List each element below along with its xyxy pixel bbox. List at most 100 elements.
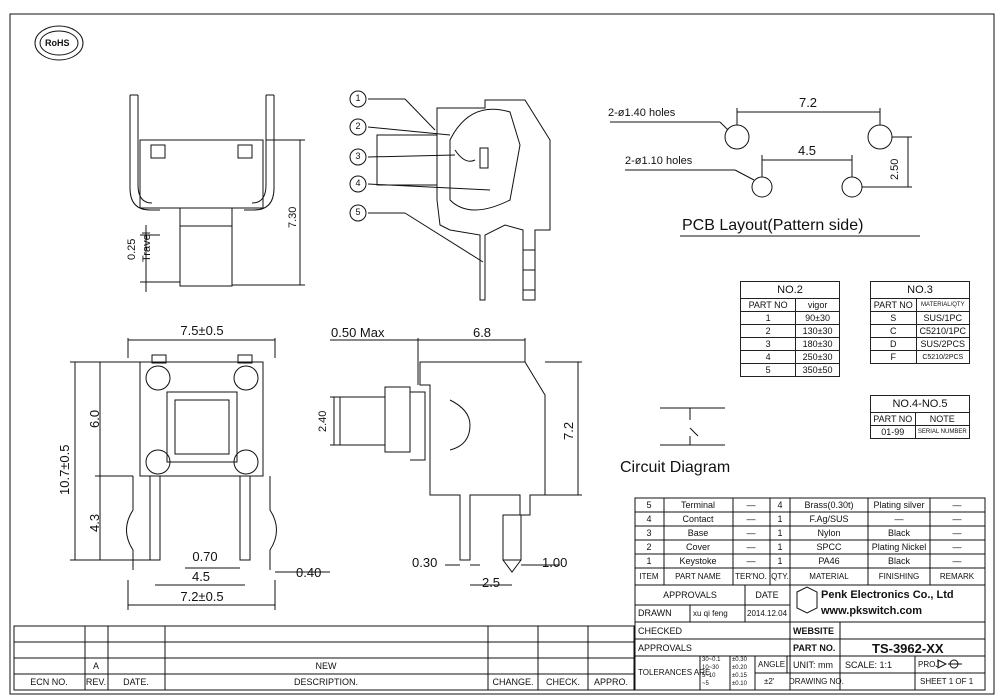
tb-drawn-label: DRAWN xyxy=(638,608,672,618)
tb-drawn-by: xu qi feng xyxy=(693,609,728,618)
rev-header-appro: APPRO. xyxy=(593,677,629,687)
tb-tol-value: ±0.10 xyxy=(732,681,747,687)
dim-travel-label: Travel xyxy=(141,231,153,262)
bom-material: Nylon xyxy=(817,528,841,538)
no3-part: D xyxy=(870,337,917,351)
tb-tol-value: ±0.20 xyxy=(732,665,747,671)
bom-header-part-name: PART NAME xyxy=(675,572,721,581)
dim-height-60: 6.0 xyxy=(87,409,102,428)
title-block xyxy=(634,584,986,691)
no2-title: NO.2 xyxy=(740,281,840,299)
no2-vigor: 90±30 xyxy=(795,311,840,325)
bom-remark: — xyxy=(952,542,962,552)
rev-header-change: CHANGE. xyxy=(492,677,534,687)
rev-header-ecn: ECN NO. xyxy=(30,677,68,687)
bom-qty: 1 xyxy=(777,556,783,566)
tb-approvals2-label: APPROVALS xyxy=(638,643,692,653)
dim-height-72b: 7.2 xyxy=(561,421,576,440)
dim-height-730: 7.30 xyxy=(287,206,299,228)
bom-header-finishing: FINISHING xyxy=(878,572,920,581)
no3-material: C5210/2PCS xyxy=(915,350,971,364)
tb-scale: SCALE: 1:1 xyxy=(845,660,893,670)
bom-ter-no: — xyxy=(746,514,756,524)
front-view xyxy=(129,94,305,292)
tb-website-label: WEBSITE xyxy=(793,626,835,636)
tb-tol-range: 5~10 xyxy=(702,673,716,679)
sheet-border xyxy=(9,13,995,695)
no3-part: F xyxy=(870,350,917,364)
bom-finishing: Plating silver xyxy=(873,500,925,510)
dim-pitch-25: 2.5 xyxy=(481,575,501,590)
dim-pin-040: 0.40 xyxy=(296,565,322,580)
tb-drawing-no: DRAWING NO. xyxy=(789,677,844,686)
tb-angle-label: ANGLE xyxy=(758,660,786,669)
no2-vigor: 130±30 xyxy=(795,324,840,338)
tb-part-no-label: PART NO. xyxy=(793,643,836,653)
pcb-width-72: 7.2 xyxy=(798,95,818,110)
no3-header-material: MATERIAL/QTY xyxy=(915,298,971,312)
no45-title: NO.4-NO.5 xyxy=(870,395,970,413)
tb-approvals: APPROVALS xyxy=(663,590,717,600)
dim-height-240: 2.40 xyxy=(317,410,329,432)
no3-material: SUS/1PC xyxy=(915,311,971,325)
no3-title: NO.3 xyxy=(870,281,970,299)
no3-part: C xyxy=(870,324,917,338)
bom-item: 1 xyxy=(646,556,652,566)
bom-qty: 4 xyxy=(777,500,783,510)
bom-finishing: Plating Nickel xyxy=(871,542,927,552)
circuit-diagram xyxy=(660,407,725,446)
tb-tol-range: ~5 xyxy=(702,681,709,687)
tb-drawn-date: 2014.12.04 xyxy=(747,609,788,618)
rev-header-date: DATE. xyxy=(123,677,149,687)
pcb-holes-small: 2-ø1.10 holes xyxy=(625,155,693,167)
tb-tol-value: ±0.30 xyxy=(732,657,747,663)
no3-material: SUS/2PCS xyxy=(915,337,971,351)
dim-pin-100: 1.00 xyxy=(542,555,568,570)
bom-qty: 1 xyxy=(777,514,783,524)
bom-header-qty: QTY. xyxy=(771,572,789,581)
pcb-width-45: 4.5 xyxy=(797,143,817,158)
dim-height-43: 4.3 xyxy=(87,513,102,532)
bom-ter-no: — xyxy=(746,542,756,552)
dim-width-75: 7.5±0.5 xyxy=(180,323,224,338)
bom-remark: — xyxy=(952,500,962,510)
dim-length-68: 6.8 xyxy=(472,325,492,340)
no3-part: S xyxy=(870,311,917,325)
pcb-height-250: 2.50 xyxy=(889,158,901,180)
bom-header-remark: REMARK xyxy=(939,572,975,581)
bom-header-material: MATERIAL xyxy=(809,572,849,581)
rev-value: A xyxy=(92,661,100,671)
no2-header-vigor: vigor xyxy=(795,298,840,312)
tb-angle-value: ±2' xyxy=(764,677,775,686)
pcb-layout xyxy=(610,108,920,237)
dim-max-050: 0.50 Max xyxy=(331,325,385,340)
no2-part: 1 xyxy=(739,311,797,325)
rohs-text: RoHS xyxy=(45,38,70,48)
no45-header-note: NOTE xyxy=(914,412,971,426)
dim-travel-value: 0.25 xyxy=(126,238,138,260)
no2-header-part: PART NO xyxy=(739,298,797,312)
tb-date: DATE xyxy=(755,590,779,600)
no2-part: 4 xyxy=(739,350,797,364)
bom-part-name: Keystoke xyxy=(679,556,717,566)
tb-tol-range: 10~30 xyxy=(702,665,719,671)
bom-material: F.Ag/SUS xyxy=(809,514,849,524)
revision-block xyxy=(13,625,635,691)
no2-part: 5 xyxy=(739,363,797,377)
bom-remark: — xyxy=(952,528,962,538)
tb-checked-label: CHECKED xyxy=(638,626,683,636)
bom-material: PA46 xyxy=(818,556,840,566)
circuit-diagram-title: Circuit Diagram xyxy=(620,459,731,476)
dim-width-72: 7.2±0.5 xyxy=(180,589,224,604)
tb-sheet: SHEET 1 OF 1 xyxy=(920,677,974,686)
pcb-title: PCB Layout(Pattern side) xyxy=(682,217,864,234)
tb-tolerances: TOLERANCES ARE xyxy=(638,668,711,677)
bom-finishing: — xyxy=(894,514,904,524)
rev-header-description: DESCRIPTION. xyxy=(293,677,359,687)
dim-pin-030: 0.30 xyxy=(412,555,438,570)
section-view xyxy=(349,90,551,301)
bom-finishing: Black xyxy=(887,556,911,566)
